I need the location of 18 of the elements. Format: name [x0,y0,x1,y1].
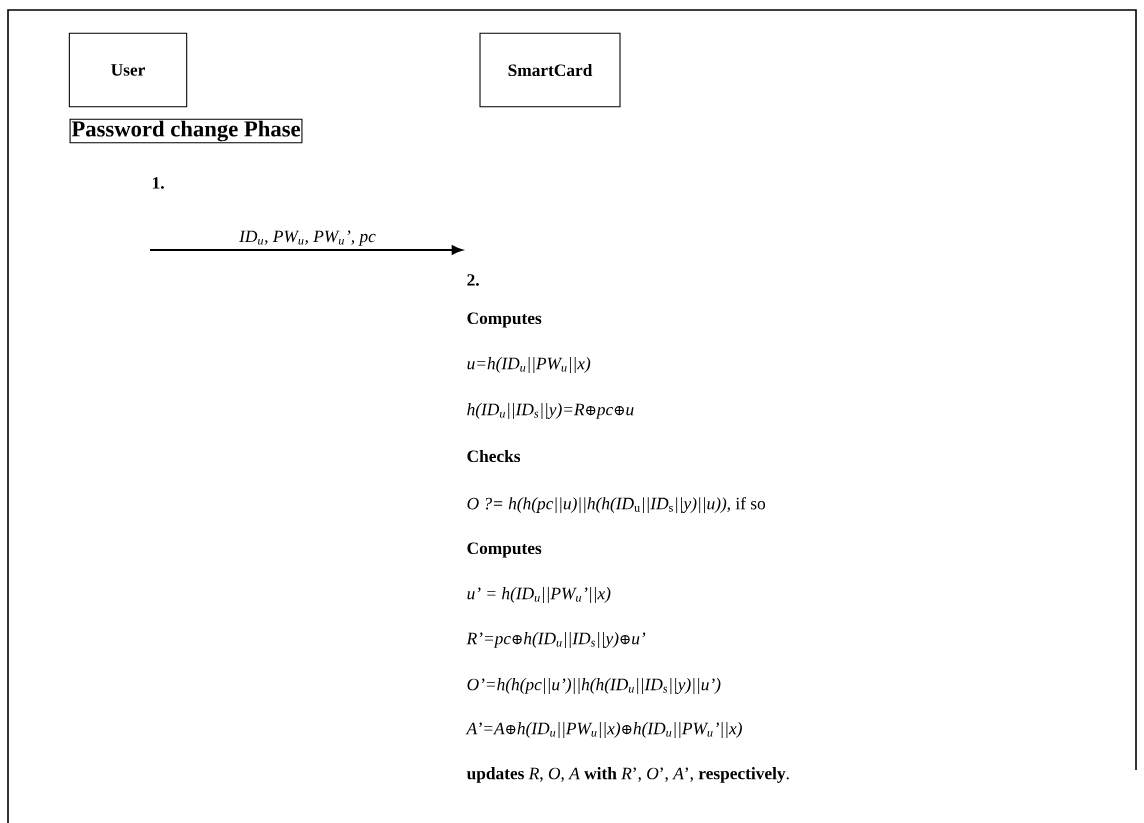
formula-line: u’ = h(ID$_{u}$||PW$_{u}$’||x) [467,587,611,603]
formula-line: A’=A⊕h(ID$_{u}$||PW$_{u}$||x)⊕h(ID$_{u}$||PW$_{u}$’||x) [465,722,742,738]
step-number: 1. [153,177,164,189]
arrow [149,245,463,255]
formula-line: u=h(ID$_{u}$||PW$_{u}$||x) [467,357,591,373]
note-line: updates R, O, A with R’, O’, A’, respectively. [466,767,789,783]
actor-box: User [68,32,188,108]
actor-box: SmartCard [479,32,621,108]
formula-line: h(ID$_{u}$||ID$_{s}$||y)=R⊕pc⊕u [467,403,634,419]
step-heading: Computes [467,542,542,558]
edge-label: ID$_{u}$, PW$_{u}$, PW$_{u}$’, pc [237,229,378,248]
formula-line: O’=h(h(pc||u’)||h(h(ID$_{u}$||ID$_{s}$||y)||u’) [467,678,721,694]
step-number: 2. [467,274,479,286]
phase-heading-box: Password change Phase [69,118,303,144]
formula-line: R’=pc⊕h(ID$_{u}$||ID$_{s}$||y)⊕u’ [466,632,646,648]
step-heading: Checks [467,449,521,463]
note-line: O ?= h(h(pc||u)||h(h(ID$_{u}$||ID$_{s}$||y)||u)), if so [467,497,766,513]
step-heading: Computes [467,312,542,328]
